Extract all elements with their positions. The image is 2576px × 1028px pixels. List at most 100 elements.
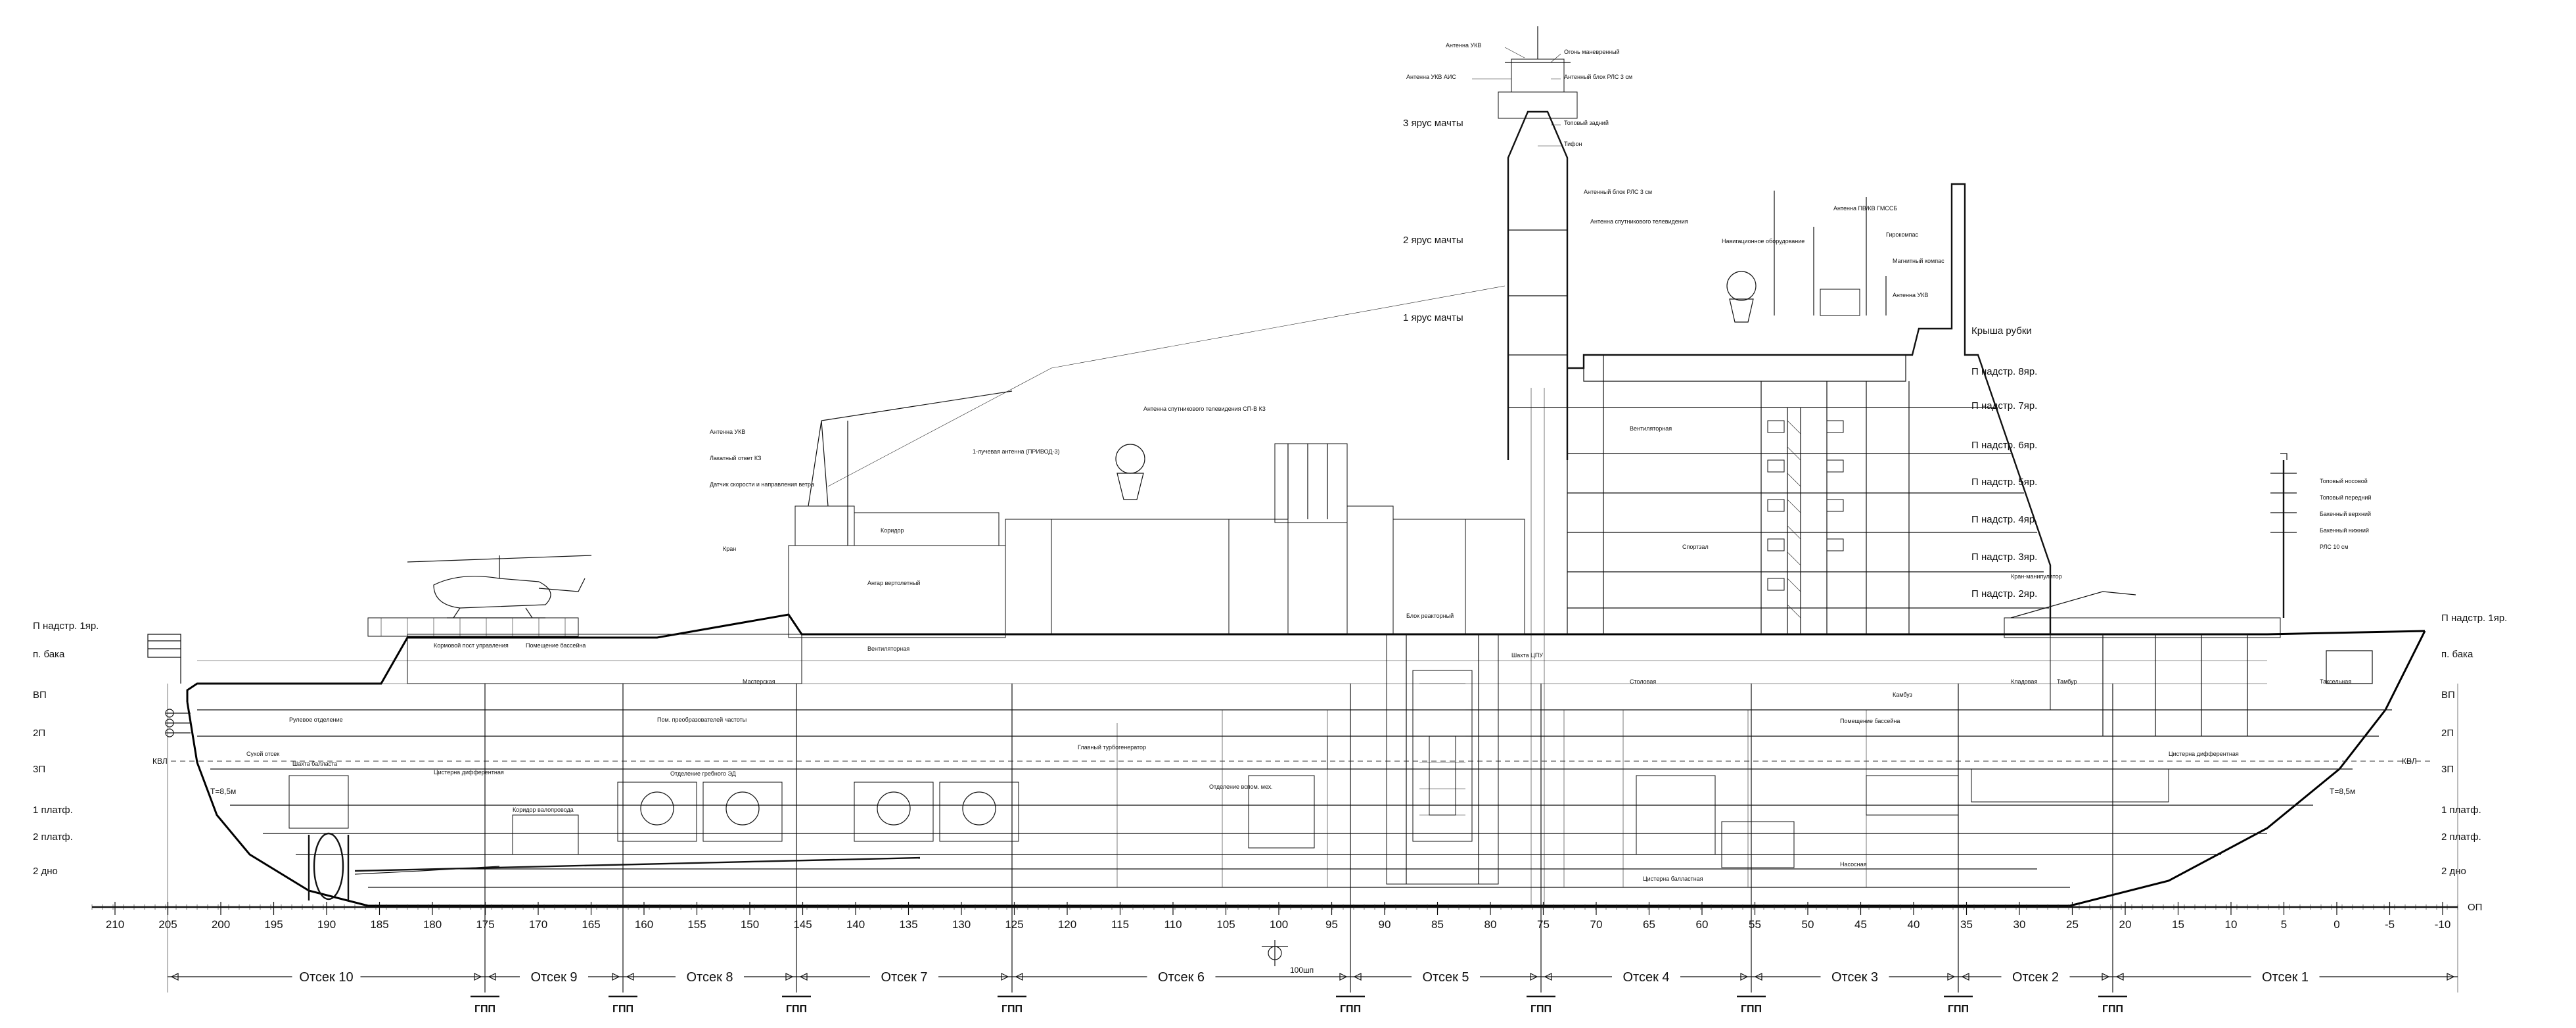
- room-label: Цистерна дифферентная: [2169, 751, 2239, 757]
- frame-number: 70: [1590, 918, 1603, 931]
- level-label: 1 платф.: [2441, 805, 2481, 816]
- stern-details: [147, 634, 500, 900]
- compartment-label: Отсек 4: [1622, 970, 1669, 985]
- compartment-label: Отсек 8: [686, 970, 733, 985]
- frame-number: 25: [2066, 918, 2079, 931]
- frame-number: 80: [1484, 918, 1497, 931]
- compartment-arrow: [1947, 973, 1956, 981]
- room-label: Помещение бассейна: [1840, 718, 1900, 724]
- compartment-label-bg: [870, 969, 938, 985]
- compartment-label: Отсек 7: [881, 970, 927, 985]
- level-label: П надстр. 4яр.: [1971, 514, 2037, 525]
- draft-depth-fore: Т=8,5м: [2330, 787, 2355, 796]
- room-label: Сухой отсек: [246, 751, 279, 757]
- equip-label: Топовый задний: [1564, 120, 1609, 126]
- frame-number: 50: [1802, 918, 1814, 931]
- equip-label: Лакатный ответ КЗ: [710, 455, 761, 461]
- bulkhead-label: ГПП: [1001, 1004, 1023, 1015]
- mast-level-label: 3 ярус мачты: [1403, 118, 1463, 129]
- level-label: п. бака: [33, 649, 65, 660]
- room-label: Шахта балласта: [292, 760, 337, 767]
- frame-number: 100: [1270, 918, 1288, 931]
- frame-number: 55: [1749, 918, 1761, 931]
- bulkhead-label: ГПП: [1530, 1004, 1552, 1015]
- level-label: 3П: [33, 764, 45, 775]
- equip-label: РЛС 10 см: [2320, 544, 2349, 550]
- room-label: Коридор валопровода: [513, 806, 574, 813]
- equipment-labels: Антенна УКВ Антенна УКВ АИС Огонь маневр…: [710, 42, 2371, 580]
- level-label: 2П: [2441, 728, 2454, 739]
- frame-number: 150: [741, 918, 759, 931]
- draft-label-aft: КВЛ: [152, 757, 168, 766]
- level-label: 2 платф.: [2441, 831, 2481, 843]
- equip-label: Гирокомпас: [1886, 231, 1919, 238]
- bulkhead-label: ГПП: [474, 1004, 495, 1015]
- frame-number: 165: [582, 918, 600, 931]
- equip-label: Кран: [723, 546, 736, 552]
- scale-marker: 100шп: [1262, 940, 1314, 975]
- level-label: П надстр. 5яр.: [1971, 477, 2037, 488]
- room-label: Блок реакторный: [1406, 613, 1454, 619]
- frame-number: 200: [212, 918, 230, 931]
- helicopter: [367, 555, 592, 637]
- frame-number: 195: [264, 918, 283, 931]
- level-label: 3П: [2441, 764, 2454, 775]
- frame-number: 145: [793, 918, 812, 931]
- bridge-superstructure: [1567, 183, 2052, 634]
- compartment-label-bg: [2251, 969, 2320, 985]
- fore-section: [2004, 453, 2373, 736]
- equip-label: Огонь маневренный: [1564, 49, 1620, 55]
- room-label: Отделение гребного ЭД: [670, 770, 736, 777]
- level-label: П надстр. 1яр.: [2441, 613, 2507, 624]
- compartment-arrow: [1015, 973, 1023, 981]
- room-label: Пом. преобразователей частоты: [657, 716, 747, 723]
- equip-label: Магнитный компас: [1893, 258, 1944, 264]
- room-label: Кормовой пост управления: [434, 642, 509, 649]
- frame-number: 190: [317, 918, 336, 931]
- room-label: Столовая: [1630, 678, 1656, 685]
- room-label: Насосная: [1840, 861, 1867, 868]
- aft-superstructure: [407, 271, 1757, 684]
- frame-number: 65: [1643, 918, 1655, 931]
- level-label: П надстр. 6яр.: [1971, 440, 2037, 451]
- compartment-arrow: [1740, 973, 1749, 981]
- level-label: П надстр. 3яр.: [1971, 551, 2037, 563]
- compartment-arrow: [1754, 973, 1762, 981]
- frame-number: 85: [1431, 918, 1444, 931]
- frame-number: 5: [2281, 918, 2287, 931]
- compartment-label: Отсек 10: [299, 970, 353, 985]
- room-labels: Кормовой пост управления Помещение бассе…: [246, 425, 2351, 882]
- equip-label: Антенна УКВ: [1893, 292, 1928, 298]
- compartment-arrow: [1353, 973, 1362, 981]
- room-label: Шахта ЦПУ: [1511, 652, 1543, 659]
- compartment-arrow: [170, 973, 179, 981]
- equip-label: Топовый передний: [2320, 494, 2371, 501]
- equip-label: Антенна спутникового телевидения: [1590, 218, 1688, 225]
- compartment-label: Отсек 2: [2012, 970, 2059, 985]
- frame-number: 95: [1325, 918, 1338, 931]
- equip-label: Датчик скорости и направления ветра: [710, 481, 814, 488]
- room-label: Цистерна дифферентная: [434, 769, 504, 776]
- compartment-label: Отсек 1: [2262, 970, 2309, 985]
- frame-number: 0: [2334, 918, 2339, 931]
- frame-number: 60: [1696, 918, 1709, 931]
- room-label: Коридор: [881, 527, 904, 534]
- frame-number: 205: [158, 918, 177, 931]
- equip-label: Антенна УКВ: [1446, 42, 1481, 49]
- compartment-arrow: [1544, 973, 1552, 981]
- frame-number: 40: [1908, 918, 1920, 931]
- room-label: Отделение вспом. мех.: [1209, 783, 1273, 790]
- equip-label: Антенна УКВ АИС: [1406, 74, 1456, 80]
- compartment-arrow: [474, 973, 482, 981]
- compartment-arrow: [612, 973, 620, 981]
- compartment-arrow: [488, 973, 496, 981]
- compartment-arrow: [626, 973, 634, 981]
- compartment-label: Отсек 9: [530, 970, 577, 985]
- room-label: Спортзал: [1682, 544, 1709, 550]
- compartment-label: Отсек 5: [1422, 970, 1469, 985]
- compartment-label-bg: [676, 969, 744, 985]
